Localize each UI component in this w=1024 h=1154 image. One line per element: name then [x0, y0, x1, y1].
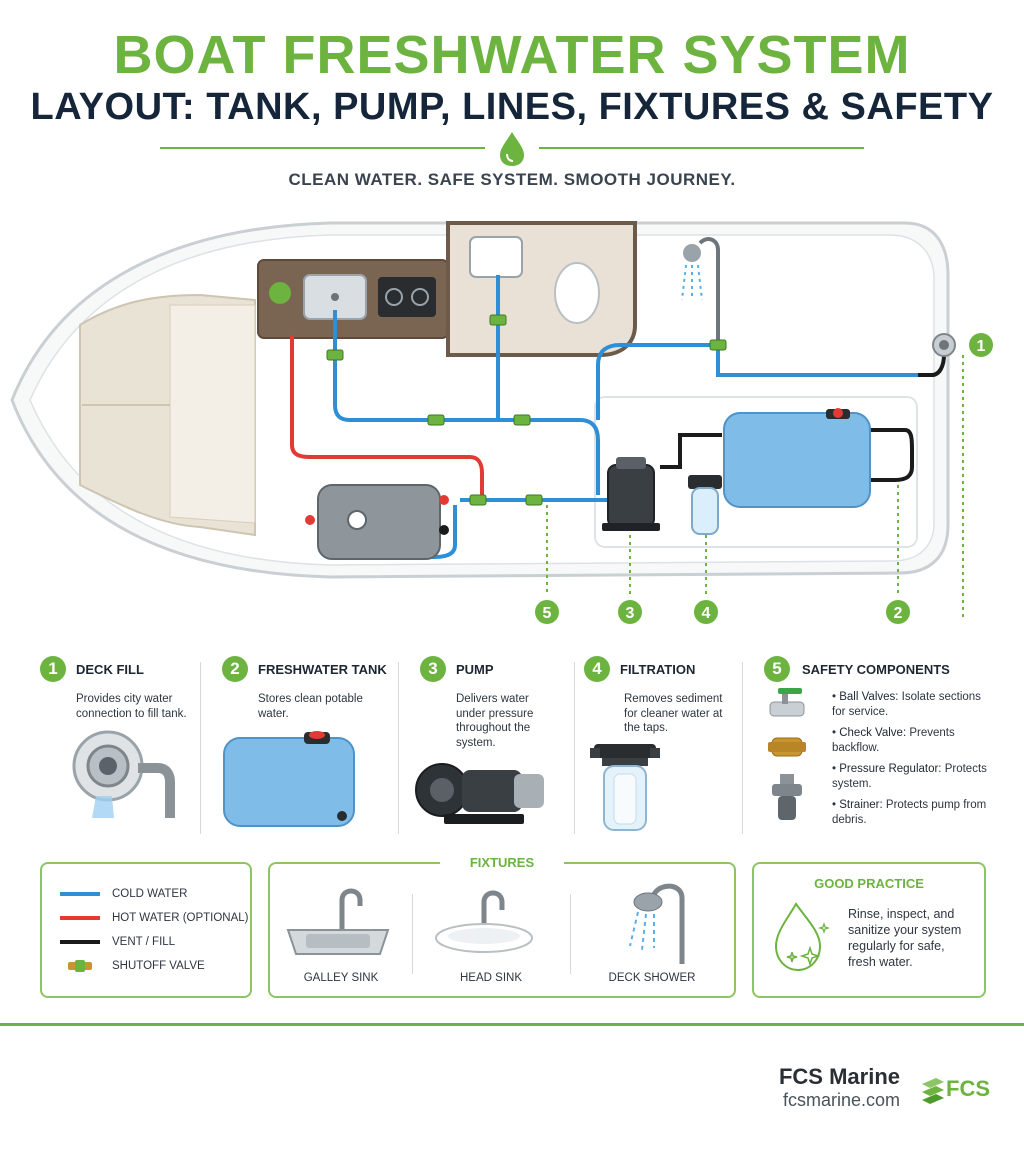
component-number: 5: [764, 656, 790, 682]
component-number: 1: [40, 656, 66, 682]
pump-icon: [415, 763, 544, 824]
deck-fill-icon: [72, 730, 175, 818]
component-number: 4: [584, 656, 610, 682]
legend-hot-water: HOT WATER (OPTIONAL): [60, 906, 249, 930]
legend-shutoff-valve: SHUTOFF VALVE: [60, 954, 249, 978]
footer-rule: [0, 1023, 1024, 1026]
callout-4: 4: [702, 605, 711, 622]
legend-box: COLD WATER HOT WATER (OPTIONAL) VENT / F…: [40, 862, 252, 998]
deck-shower: [681, 237, 720, 345]
component-desc: Provides city water connection to fill t…: [76, 693, 187, 720]
component-pump: 3 PUMP Delivers water under pressure thr…: [415, 656, 570, 836]
pressure-regulator-icon: [772, 774, 802, 820]
component-title: DECK FILL: [76, 661, 144, 677]
component-number: 3: [420, 656, 446, 682]
vent-fill-lines: [660, 354, 946, 482]
component-desc: Delivers water under pressure throughout…: [456, 693, 534, 749]
title-line-2: LAYOUT: TANK, PUMP, LINES, FIXTURES & SA…: [30, 86, 994, 128]
callout-2: 2: [894, 605, 903, 622]
fixture-head-sink: HEAD SINK: [460, 972, 522, 984]
fcs-logo-text: FCS: [946, 1076, 990, 1101]
check-valve-icon: [768, 737, 806, 757]
pump-unit: [602, 457, 660, 531]
legend-vent-fill: VENT / FILL: [60, 930, 249, 954]
callout-1: 1: [977, 338, 986, 355]
water-heater: [305, 484, 449, 560]
component-title: PUMP: [456, 661, 494, 677]
callout-3: 3: [626, 605, 635, 622]
component-title: FRESHWATER TANK: [258, 661, 387, 677]
component-deck-fill: 1 DECK FILL Provides city water connecti…: [40, 656, 200, 836]
clean-drop-icon: [774, 902, 830, 972]
fcs-logo-icon: [922, 1078, 944, 1104]
good-practice-box: GOOD PRACTICE Rinse, inspect, and saniti…: [752, 862, 986, 998]
tagline: CLEAN WATER. SAFE SYSTEM. SMOOTH JOURNEY…: [288, 170, 736, 189]
title-line-1: BOAT FRESHWATER SYSTEM: [113, 25, 911, 85]
filter-icon: [590, 744, 660, 831]
safety-item-strainer: • Strainer: Protects pump from debris.: [832, 799, 987, 826]
galley-sink-icon: [286, 888, 390, 955]
freshwater-tank-icon: [223, 731, 355, 827]
shutoff-valves: [326, 314, 727, 506]
safety-item-ball-valves: • Ball Valves: Isolate sections for serv…: [832, 691, 981, 718]
component-number: 2: [222, 656, 248, 682]
component-freshwater-tank: 2 FRESHWATER TANK Stores clean potable w…: [222, 656, 392, 836]
safety-item-pressure-regulator: • Pressure Regulator: Protects system.: [832, 763, 987, 790]
boat-layout-diagram: 1 2 3 4 5: [10, 221, 993, 624]
legend-cold-water: COLD WATER: [60, 882, 249, 906]
component-safety: 5 SAFETY COMPONENTS • Ball Valves: Isola…: [764, 656, 994, 836]
footer-url: fcsmarine.com: [782, 1090, 900, 1110]
component-desc: Removes sediment for cleaner water at th…: [624, 693, 723, 734]
head-sink-icon: [435, 890, 533, 953]
good-practice-text: Rinse, inspect, and sanitize your system…: [848, 907, 962, 969]
deck-fill-fitting: [932, 333, 956, 357]
shutoff-valve-icon: [68, 960, 92, 972]
fixtures-box: FIXTURES GALLEY SINK HEAD SINK DECK SHOW…: [268, 855, 736, 998]
component-filtration: 4 FILTRATION Removes sediment for cleane…: [584, 656, 734, 836]
fixture-galley-sink: GALLEY SINK: [303, 972, 379, 984]
deck-shower-icon: [629, 883, 685, 964]
fixture-deck-shower: DECK SHOWER: [608, 972, 696, 984]
safety-icons: [768, 688, 806, 820]
fcs-logo: FCS: [918, 1072, 1008, 1112]
galley-counter: [257, 259, 449, 339]
component-title: FILTRATION: [620, 661, 696, 677]
bow-seating: [79, 293, 256, 537]
component-title: SAFETY COMPONENTS: [802, 661, 950, 677]
freshwater-tank-diagram: [723, 408, 871, 508]
safety-item-check-valve: • Check Valve: Prevents backflow.: [832, 727, 955, 754]
ball-valve-icon: [769, 688, 805, 717]
callout-5: 5: [543, 605, 552, 622]
water-drop-icon: [500, 132, 524, 166]
filter-unit: [688, 475, 722, 535]
title-divider: [160, 132, 864, 166]
head-compartment: [446, 221, 637, 357]
footer-brand: FCS Marine: [778, 1064, 900, 1089]
hot-water-line: [290, 335, 484, 495]
component-desc: Stores clean potable water.: [258, 693, 363, 720]
good-practice-title: GOOD PRACTICE: [814, 876, 924, 891]
fixtures-title: FIXTURES: [440, 855, 564, 870]
